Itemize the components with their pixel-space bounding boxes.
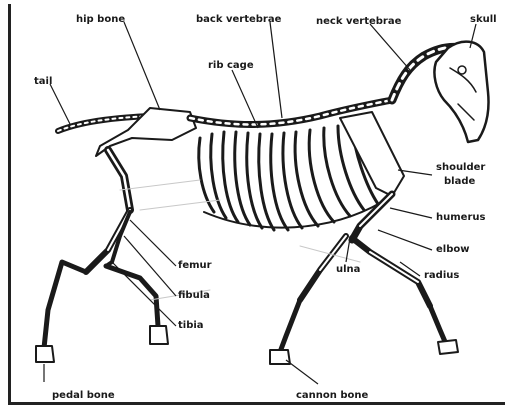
hind-hoof-back [36,346,54,362]
label-pedal-bone: pedal bone [52,390,115,401]
front-leg-cannon [430,306,446,344]
label-tibia: tibia [178,320,204,331]
leader-lines [44,22,476,384]
front-hoof-left [270,350,290,364]
label-radius: radius [424,270,459,281]
label-skull: skull [470,14,497,25]
label-cannon-bone: cannon bone [296,390,369,401]
skull [434,42,488,142]
label-rib-cage: rib cage [208,60,254,71]
label-humerus: humerus [436,212,485,223]
label-hip-bone: hip bone [76,14,125,25]
label-ulna: ulna [336,264,360,275]
hind-leg-front-lower [106,266,158,326]
label-blade: blade [444,176,475,187]
front-leg-cannon-2 [280,300,300,352]
label-neck-vertebrae: neck vertebrae [316,16,402,27]
front-hoof-right [438,340,458,354]
hind-leg-back-lower [44,262,86,348]
femur [108,150,130,210]
label-elbow: elbow [436,244,469,255]
front-leg-radius [352,238,430,306]
label-fibula: fibula [178,290,210,301]
label-shoulder: shoulder [436,162,485,173]
hind-hoof-front [150,326,168,344]
label-femur: femur [178,260,212,271]
label-tail: tail [34,76,52,87]
label-back-vertebrae: back vertebrae [196,14,282,25]
